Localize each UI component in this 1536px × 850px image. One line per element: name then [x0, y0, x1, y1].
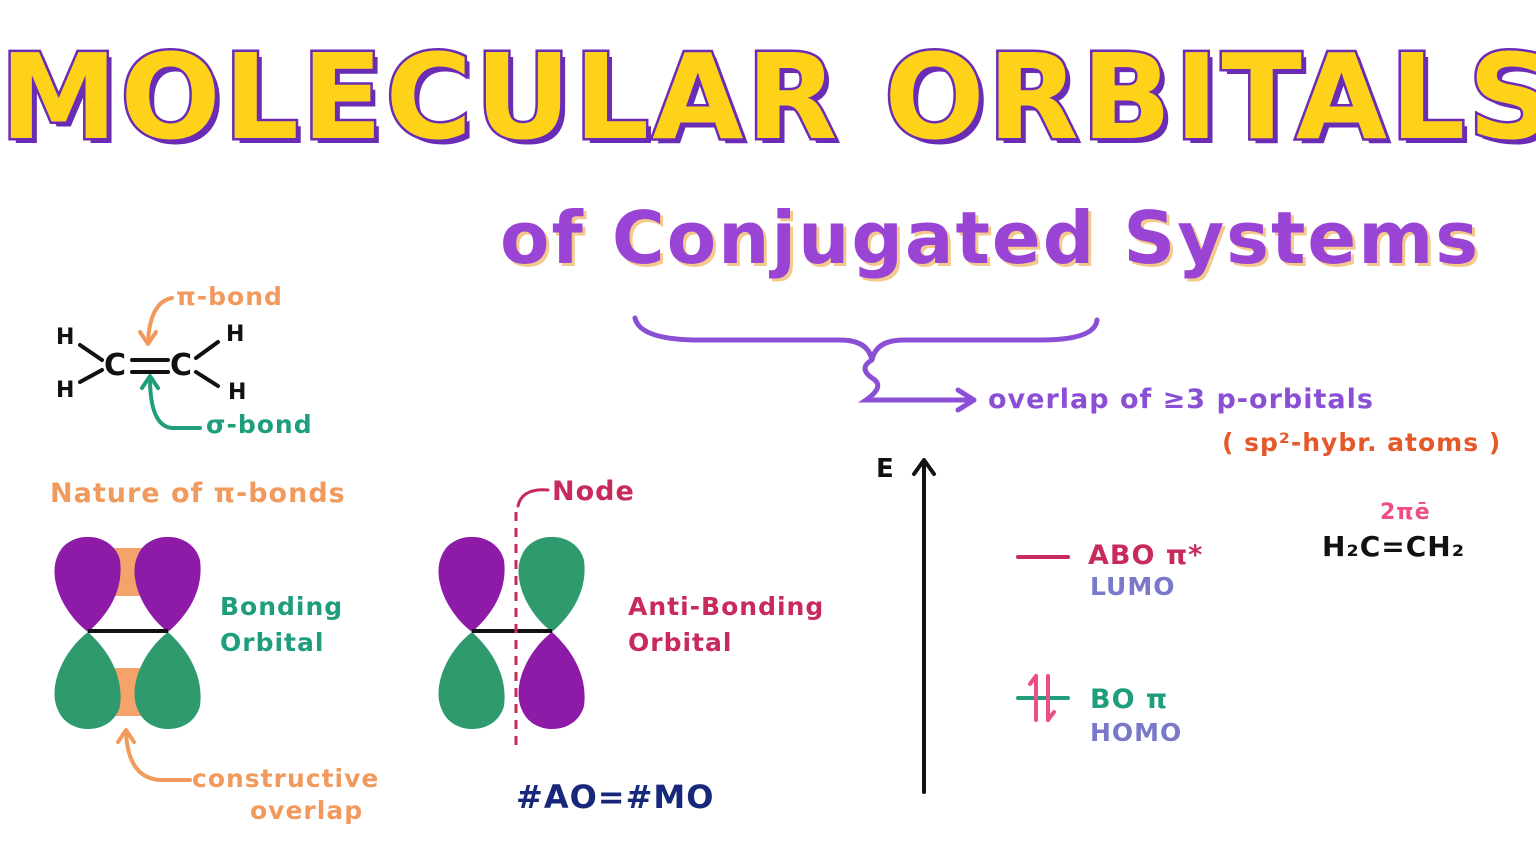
electron-pair-icon: [1028, 674, 1056, 722]
ao-mo-rule: #AO=#MO: [516, 778, 715, 816]
hydrogen-atom: H: [228, 380, 248, 405]
electron-count-label: 2πē: [1380, 500, 1431, 525]
antibonding-label-1: Anti-Bonding: [628, 592, 825, 621]
constructive-label-1: constructive: [192, 764, 380, 793]
ethylene-structure: [78, 340, 220, 388]
bonding-label-2: Orbital: [220, 628, 325, 657]
carbon-atom-2: C: [170, 348, 194, 383]
page-title: MOLECULAR ORBITALS: [0, 26, 1536, 169]
hybrid-note: ( sp²-hybr. atoms ): [1222, 428, 1502, 457]
ethylene-formula: H₂C=CH₂: [1322, 530, 1465, 563]
bonding-orbital-diagram: [54, 536, 201, 730]
abo-label: ABO π*: [1088, 540, 1204, 571]
curly-brace: [632, 315, 1100, 361]
constructive-arrow: [124, 730, 192, 782]
page-subtitle: of Conjugated Systems: [500, 196, 1481, 280]
hydrogen-atom: H: [56, 378, 76, 403]
node-label: Node: [552, 476, 635, 507]
bonding-label-1: Bonding: [220, 592, 344, 621]
sigma-bond-label: σ-bond: [206, 410, 313, 439]
hydrogen-atom: H: [226, 322, 246, 347]
energy-axis-label: E: [876, 454, 895, 484]
sigma-bond-arrow: [148, 376, 202, 430]
bo-label: BO π: [1090, 684, 1169, 715]
nature-heading: Nature of π-bonds: [50, 478, 346, 509]
definition-arrow: [858, 357, 971, 403]
definition-arrowhead: [955, 387, 977, 413]
hydrogen-atom: H: [56, 325, 76, 350]
constructive-label-2: overlap: [250, 796, 364, 825]
carbon-atom-1: C: [104, 348, 128, 383]
node-arrow: [516, 488, 550, 508]
pi-bond-arrow: [146, 296, 174, 344]
lumo-label: LUMO: [1090, 572, 1176, 601]
antibonding-orbital-diagram: [438, 512, 585, 746]
antibonding-label-2: Orbital: [628, 628, 733, 657]
overlap-definition: overlap of ≥3 p-orbitals: [988, 384, 1374, 415]
homo-label: HOMO: [1090, 718, 1183, 747]
pi-bond-label: π-bond: [176, 282, 283, 311]
